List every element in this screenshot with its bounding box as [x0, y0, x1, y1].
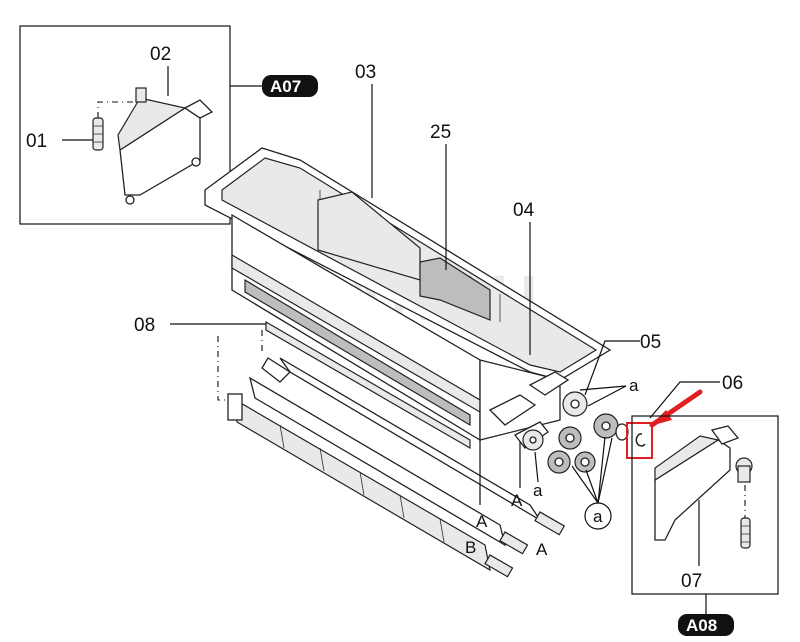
inset-a08: 07	[631, 415, 779, 595]
axis-08-a	[217, 336, 240, 401]
pin-01-axis	[97, 101, 140, 118]
connector-A1: A	[511, 491, 523, 510]
roller-middle	[248, 376, 507, 547]
part-25-block	[419, 257, 491, 321]
highlight-box-06	[626, 422, 653, 459]
pin-07	[740, 517, 751, 549]
bracket-02-pin	[135, 87, 147, 103]
label-01: 01	[26, 131, 47, 152]
label-08: 08	[134, 315, 155, 336]
gear-bracket-a	[488, 394, 537, 426]
label-03: 03	[355, 62, 376, 83]
roller-middle-shaft	[499, 531, 529, 555]
inset-a07-frame	[19, 25, 231, 225]
label-25: 25	[430, 122, 451, 143]
bar-08	[265, 320, 471, 450]
connector-a-lower: a	[533, 481, 543, 500]
bracket-07-top	[654, 435, 720, 482]
badge-a08-text: A08	[686, 616, 717, 635]
badge-a08-bg	[678, 614, 734, 636]
badge-a07: A07	[230, 75, 318, 97]
label-05: 05	[640, 332, 661, 353]
inset-a07: 02 01	[19, 25, 231, 225]
roller-upper-shaft	[534, 511, 566, 536]
inset-a08-frame	[631, 415, 779, 595]
label-02: 02	[150, 44, 171, 65]
bracket-02-hole	[125, 195, 135, 205]
badge-a07-text: A07	[270, 77, 301, 96]
connector-B: B	[465, 538, 476, 557]
roller-lower	[231, 396, 491, 572]
highlight-arrowhead	[650, 410, 672, 426]
gear-cluster-05: 05 a a a	[488, 332, 661, 530]
e-ring-06	[635, 433, 646, 447]
bracket-07-tab	[710, 425, 740, 445]
badge-a07-bg	[262, 75, 318, 97]
roller-lower-shaft	[484, 554, 514, 578]
label-04: 04	[513, 200, 535, 221]
connector-A2: A	[476, 512, 488, 531]
bracket-02-hole2	[191, 157, 201, 167]
rollers	[227, 357, 566, 578]
connector-a-circle-text: a	[593, 507, 603, 526]
connector-A3: A	[536, 540, 548, 559]
frame-03: 03	[204, 62, 612, 442]
frame-03-slot	[244, 278, 471, 427]
label-07: 07	[681, 571, 702, 592]
bracket-02-tab	[183, 99, 214, 119]
part-06: 06	[626, 373, 743, 459]
roller-lower-endcap	[227, 393, 243, 421]
bracket-02-top	[117, 97, 187, 152]
gear-bracket-b	[528, 371, 570, 396]
connector-a-circle	[584, 502, 612, 530]
badge-a08: A08	[678, 594, 734, 636]
roller-upper-end	[261, 357, 292, 383]
bracket-07-pin	[737, 465, 751, 483]
label-06: 06	[722, 373, 743, 394]
connector-a-upper: a	[629, 376, 639, 395]
